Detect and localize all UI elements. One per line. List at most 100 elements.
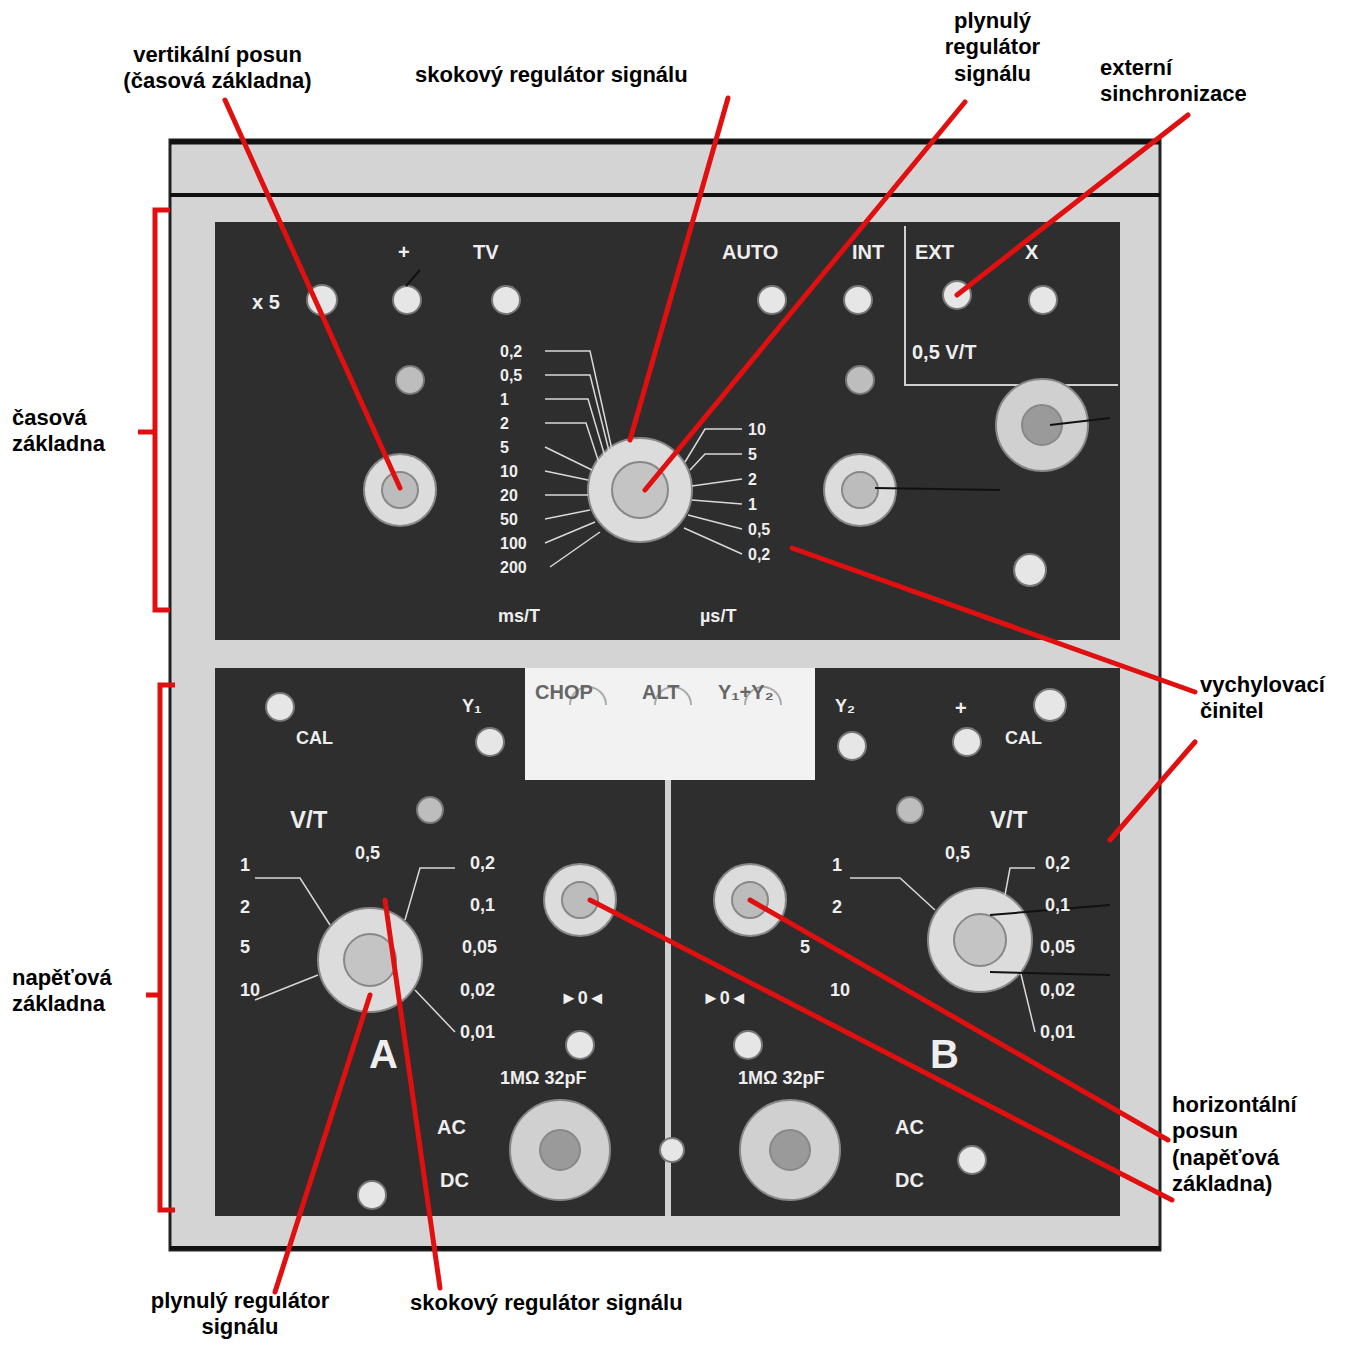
panel-marking: 5 <box>748 445 757 464</box>
panel-marking: 0,2 <box>748 545 770 564</box>
panel-marking: 100 <box>500 534 527 553</box>
panel-marking: 0,05 <box>462 937 497 959</box>
scale-line <box>850 878 935 910</box>
bnc-connector <box>510 1100 610 1200</box>
panel-marking: Y₁ <box>462 696 481 718</box>
button <box>758 286 786 314</box>
button <box>844 286 872 314</box>
frame-line <box>170 193 1160 197</box>
bnc-core <box>540 1130 580 1170</box>
panel-marking: TV <box>473 240 499 264</box>
panel-marking: 1 <box>832 855 842 877</box>
panel-marking: 0,2 <box>470 853 495 875</box>
leader-line <box>630 98 728 440</box>
annotation-label: plynulý regulátor signálu <box>935 8 1050 87</box>
panel-marking: 0,01 <box>460 1022 495 1044</box>
panel-marking: 0,5 <box>355 843 380 865</box>
panel-marking: 200 <box>500 558 527 577</box>
panel-marking: 5 <box>800 937 810 959</box>
panel-marking: + <box>398 240 410 264</box>
panel-marking: 10 <box>500 462 518 481</box>
scale-line <box>1005 868 1035 895</box>
scale-line <box>1020 970 1035 1032</box>
panel-marking: 2 <box>240 897 250 919</box>
panel-marking: CHOP <box>535 680 593 704</box>
panel-marking: Y₂ <box>835 696 855 718</box>
scale-line <box>545 471 588 480</box>
scale-line <box>545 510 590 519</box>
panel-marking: INT <box>852 240 884 264</box>
bnc-connector <box>740 1100 840 1200</box>
panel-marking: 0,02 <box>1040 980 1075 1002</box>
scale-line <box>545 447 592 470</box>
knobs <box>318 379 1088 1200</box>
leader-line <box>792 548 1195 692</box>
panel-marking: 0,02 <box>460 980 495 1002</box>
panel-marking: 0,01 <box>1040 1022 1075 1044</box>
button <box>734 1031 762 1059</box>
knob <box>928 888 1032 992</box>
annotation-label: plynulý regulátor signálu <box>120 1288 360 1341</box>
panel-marking: 1 <box>500 390 509 409</box>
cal-socket <box>1034 689 1066 721</box>
button <box>838 732 866 760</box>
scale-line <box>255 975 318 1000</box>
scale-line <box>415 990 455 1032</box>
panel-marking: B <box>930 1030 959 1078</box>
button <box>476 728 504 756</box>
pointer-line <box>990 972 1110 975</box>
panel-marking: ►0◄ <box>560 988 606 1010</box>
button <box>1029 286 1057 314</box>
button <box>566 1031 594 1059</box>
scale-line <box>545 494 588 496</box>
annotation-label: napěťová základna <box>12 965 142 1018</box>
annotation-label: externí sinchronizace <box>1100 55 1300 108</box>
button <box>358 1181 386 1209</box>
panel-marking: 10 <box>830 980 850 1002</box>
panel-marking: CAL <box>296 728 333 750</box>
scale-line <box>255 878 330 925</box>
panel-marking: AC <box>895 1115 924 1139</box>
panel-marking: A <box>369 1030 398 1078</box>
ground-socket <box>660 1138 684 1162</box>
screw <box>396 366 424 394</box>
panel-marking: 1MΩ 32pF <box>738 1068 824 1090</box>
leader-line <box>225 100 400 488</box>
panel-marking: EXT <box>915 240 954 264</box>
bnc-core <box>770 1130 810 1170</box>
panel-marking: 0,5 <box>748 520 770 539</box>
buttons <box>266 281 1066 1209</box>
brackets <box>138 210 175 1210</box>
panel-marking: 0,2 <box>1045 853 1070 875</box>
annotation-label: časová základna <box>12 405 137 458</box>
knob <box>544 864 616 936</box>
knob-cap <box>344 934 396 986</box>
bracket <box>146 685 175 1210</box>
panel-marking: 1 <box>240 855 250 877</box>
leader-line <box>385 900 440 1288</box>
panel-marking: CAL <box>1005 728 1042 750</box>
panel-marking: 0,5 <box>500 366 522 385</box>
annotation-label: vychylovací činitel <box>1200 672 1355 725</box>
annotation-label: horizontální posun (napěťová základna) <box>1172 1092 1332 1198</box>
panel-marking: DC <box>895 1168 924 1192</box>
socket <box>1014 554 1046 586</box>
leader-line <box>590 900 1172 1200</box>
panel-marking: 2 <box>832 897 842 919</box>
time-panel <box>215 222 1120 640</box>
frame-line <box>170 140 1160 145</box>
scale-line <box>545 423 600 466</box>
panel-marking: 0,2 <box>500 342 522 361</box>
panel-marking: 10 <box>240 980 260 1002</box>
button <box>393 286 421 314</box>
mode-strip <box>525 668 815 780</box>
scale-line <box>405 868 455 920</box>
panel-marking: DC <box>440 1168 469 1192</box>
annotation-label: skokový regulátor signálu <box>415 62 688 88</box>
panel-marking: V/T <box>990 806 1027 835</box>
screw <box>897 797 923 823</box>
annotation-label: vertikální posun (časová základna) <box>100 42 335 95</box>
leader-line <box>645 102 965 490</box>
